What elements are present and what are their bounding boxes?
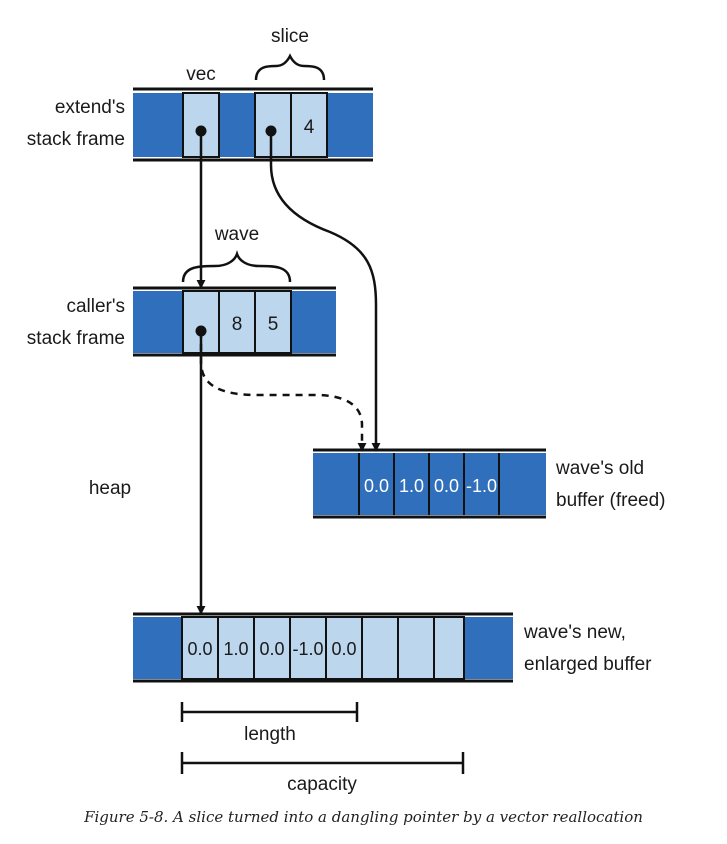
slice-label: slice <box>271 26 309 47</box>
length-label: length <box>244 724 296 745</box>
new-buffer-value: 0.0 <box>259 639 284 659</box>
wave-length-value: 5 <box>268 314 279 335</box>
old-wave-dashed-arrow <box>199 331 367 452</box>
new-buffer-value: -1.0 <box>292 639 323 659</box>
wave-capacity-value: 8 <box>232 314 243 335</box>
diagram-canvas: 4 8 5 0.0 1.0 0.0 -1.0 <box>27 26 666 795</box>
figure-caption: Figure 5-8. A slice turned into a dangli… <box>84 808 643 826</box>
length-bracket <box>180 702 359 722</box>
capacity-label: capacity <box>287 774 357 795</box>
old-buffer-value: 0.0 <box>434 476 459 496</box>
extend-stack-frame: 4 <box>133 87 373 162</box>
heap-label: heap <box>89 478 131 499</box>
slice-pointer-cell <box>254 92 292 158</box>
capacity-bracket <box>180 752 465 774</box>
caller-stack-frame: 8 5 <box>133 286 336 357</box>
new-buffer-label-line2: enlarged buffer <box>524 654 652 675</box>
vec-label: vec <box>186 64 216 85</box>
slice-length-cell <box>290 92 328 158</box>
wave-label: wave <box>214 224 259 245</box>
slice-arrow <box>269 131 381 452</box>
caller-frame-label-line1: caller's <box>66 296 125 317</box>
wave-capacity-cell <box>218 290 256 354</box>
old-buffer-value: 0.0 <box>364 476 389 496</box>
caller-frame-label-line2: stack frame <box>27 328 125 349</box>
wave-length-cell <box>254 290 292 354</box>
extend-frame-label-line2: stack frame <box>27 129 125 150</box>
new-buffer-value: 0.0 <box>331 639 356 659</box>
new-buffer-value: 1.0 <box>223 639 248 659</box>
slice-brace <box>254 53 326 81</box>
old-buffer-value: -1.0 <box>466 476 497 496</box>
old-buffer: 0.0 1.0 0.0 -1.0 <box>313 448 546 519</box>
old-buffer-label-line1: wave's old <box>555 458 644 479</box>
new-buffer-value: 0.0 <box>187 639 212 659</box>
extend-frame-label-line1: extend's <box>55 97 125 118</box>
old-buffer-value: 1.0 <box>399 476 424 496</box>
old-buffer-label-line2: buffer (freed) <box>556 490 665 511</box>
wave-brace <box>181 250 292 283</box>
new-buffer: 0.0 1.0 0.0 -1.0 0.0 <box>133 612 513 683</box>
new-buffer-label-line1: wave's new, <box>523 622 626 643</box>
slice-length-value: 4 <box>304 117 315 138</box>
